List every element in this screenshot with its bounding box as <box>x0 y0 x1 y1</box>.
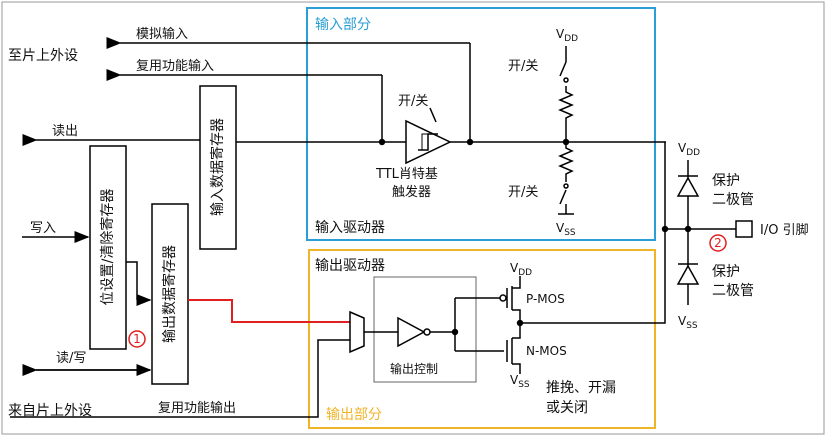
label-push-pull-line1: 推挽、开漏 <box>546 380 616 396</box>
label-protection-diode-top-1: 保护 <box>712 173 740 189</box>
output-inverter-icon <box>397 316 431 348</box>
output-control-box <box>373 276 477 383</box>
label-ttl-line1: TTL肖特基 <box>375 167 438 182</box>
label-analog-input: 模拟输入 <box>136 26 188 42</box>
output-mux-icon <box>349 310 365 354</box>
protection-diode-bottom-icon <box>676 263 700 285</box>
label-pmos: P-MOS <box>526 292 565 306</box>
label-write: 写入 <box>30 221 56 236</box>
label-protection-diode-bottom-1: 保护 <box>712 264 740 280</box>
pmos-transistor-icon <box>499 276 521 323</box>
label-output-driver: 输出驱动器 <box>315 258 385 274</box>
label-vdd-prot: VDD <box>678 141 700 158</box>
output-data-register-box <box>151 203 189 385</box>
label-on-off-schmitt: 开/关 <box>398 94 428 109</box>
pulldown-resistor-icon <box>558 142 574 215</box>
svg-text:2: 2 <box>714 236 722 250</box>
label-on-off-pullup: 开/关 <box>508 59 538 74</box>
junction-dots <box>378 138 692 336</box>
label-input-data-register: 输入数据寄存器 <box>209 118 226 216</box>
label-nmos: N-MOS <box>526 344 567 358</box>
label-vdd-out: VDD <box>510 261 532 278</box>
schmitt-switch-icon <box>429 107 437 123</box>
label-protection-diode-bottom-2: 二极管 <box>712 283 754 299</box>
label-protection-diode-top-2: 二极管 <box>712 192 754 208</box>
label-vss-prot: VSS <box>678 314 698 331</box>
label-vss-out: VSS <box>510 373 530 390</box>
nmos-transistor-icon <box>506 323 521 374</box>
marker-1: 1 <box>128 330 146 348</box>
label-output-section: 输出部分 <box>326 407 382 423</box>
label-bit-set-reset-register: 位设置/清除寄存器 <box>99 189 116 306</box>
output-data-path-highlight <box>188 299 350 323</box>
label-alt-function-output: 复用功能输出 <box>158 400 236 416</box>
marker-2: 2 <box>709 234 727 252</box>
label-alt-function-input: 复用功能输入 <box>136 58 214 74</box>
label-read-write: 读/写 <box>56 351 86 366</box>
pullup-resistor-icon <box>558 46 574 142</box>
bit-set-reset-register-box <box>89 145 127 350</box>
label-vss-main: VSS <box>556 221 576 238</box>
label-output-control: 输出控制 <box>390 361 438 376</box>
label-push-pull-line2: 或关闭 <box>546 400 588 416</box>
input-section-box <box>306 7 656 241</box>
label-read: 读出 <box>52 124 78 139</box>
label-input-section: 输入部分 <box>315 17 371 33</box>
label-vdd-main: VDD <box>556 27 578 44</box>
label-ttl-line2: 触发器 <box>392 184 431 200</box>
label-output-data-register: 输出数据寄存器 <box>161 245 178 343</box>
label-to-onchip-peripheral: 至片上外设 <box>8 48 78 64</box>
schmitt-trigger-icon <box>405 119 452 165</box>
io-pin-box <box>735 220 753 238</box>
label-io-pin: I/O 引脚 <box>760 222 809 238</box>
label-on-off-pulldown: 开/关 <box>508 185 538 200</box>
label-input-driver: 输入驱动器 <box>315 220 385 236</box>
output-section-box <box>308 249 656 429</box>
wires <box>10 37 736 418</box>
label-from-onchip-peripheral: 来自片上外设 <box>8 403 92 419</box>
protection-diode-top-icon <box>676 175 700 197</box>
input-data-register-box <box>199 85 237 250</box>
svg-text:1: 1 <box>133 332 141 346</box>
